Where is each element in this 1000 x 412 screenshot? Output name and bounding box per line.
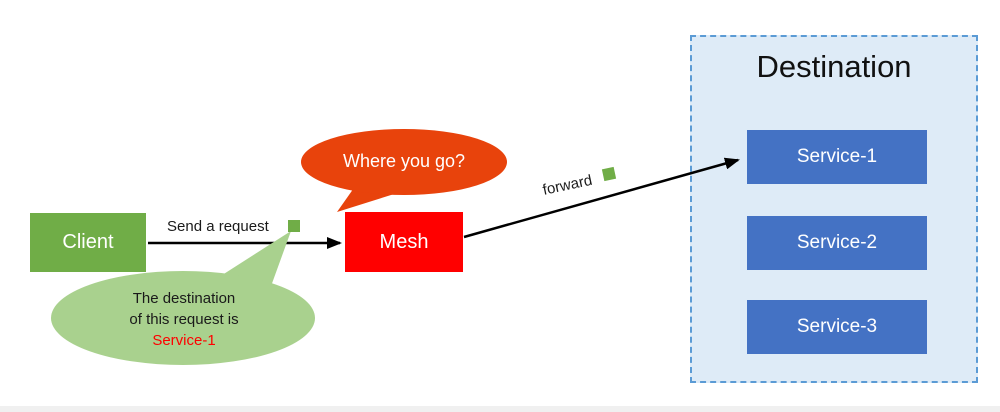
answer-line-3: Service-1 [152, 332, 216, 349]
answer-bubble-text: The destination of this request is Servi… [68, 288, 300, 351]
request-marker-square [288, 220, 300, 232]
bottom-edge [0, 406, 1000, 412]
answer-line-1: The destination [132, 290, 236, 307]
forward-marker-square [601, 166, 617, 182]
mesh-box: Mesh [345, 212, 463, 272]
question-bubble-tail [337, 185, 407, 212]
answer-line-2: of this request is [129, 311, 239, 328]
client-label: Client [62, 231, 114, 253]
service-1-box: Service-1 [747, 130, 927, 184]
service-2-label: Service-2 [796, 232, 878, 253]
service-1-label: Service-1 [796, 146, 878, 167]
mesh-label: Mesh [379, 230, 429, 253]
request-arrow-label: Send a request [167, 218, 269, 235]
service-3-box: Service-3 [747, 300, 927, 354]
service-3-label: Service-3 [796, 316, 878, 337]
question-bubble-text: Where you go? [342, 151, 466, 171]
destination-title: Destination [756, 49, 912, 84]
client-box: Client [30, 213, 146, 272]
service-2-box: Service-2 [747, 216, 927, 270]
destination-group: Destination Service-1 Service-2 Service-… [690, 35, 978, 383]
forward-arrow-label: forward [541, 171, 594, 199]
